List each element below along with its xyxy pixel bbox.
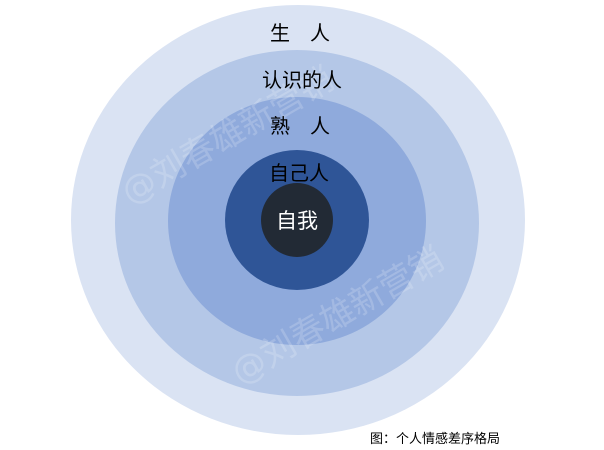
figure-caption: 图：个人情感差序格局 <box>370 432 501 447</box>
label-strangers: 生 人 <box>270 21 330 45</box>
label-insiders: 自己人 <box>269 161 329 185</box>
label-familiar: 熟 人 <box>270 114 330 138</box>
label-self: 自我 <box>276 209 318 233</box>
label-acquaintances: 认识的人 <box>262 68 342 92</box>
ring-self <box>261 183 333 257</box>
